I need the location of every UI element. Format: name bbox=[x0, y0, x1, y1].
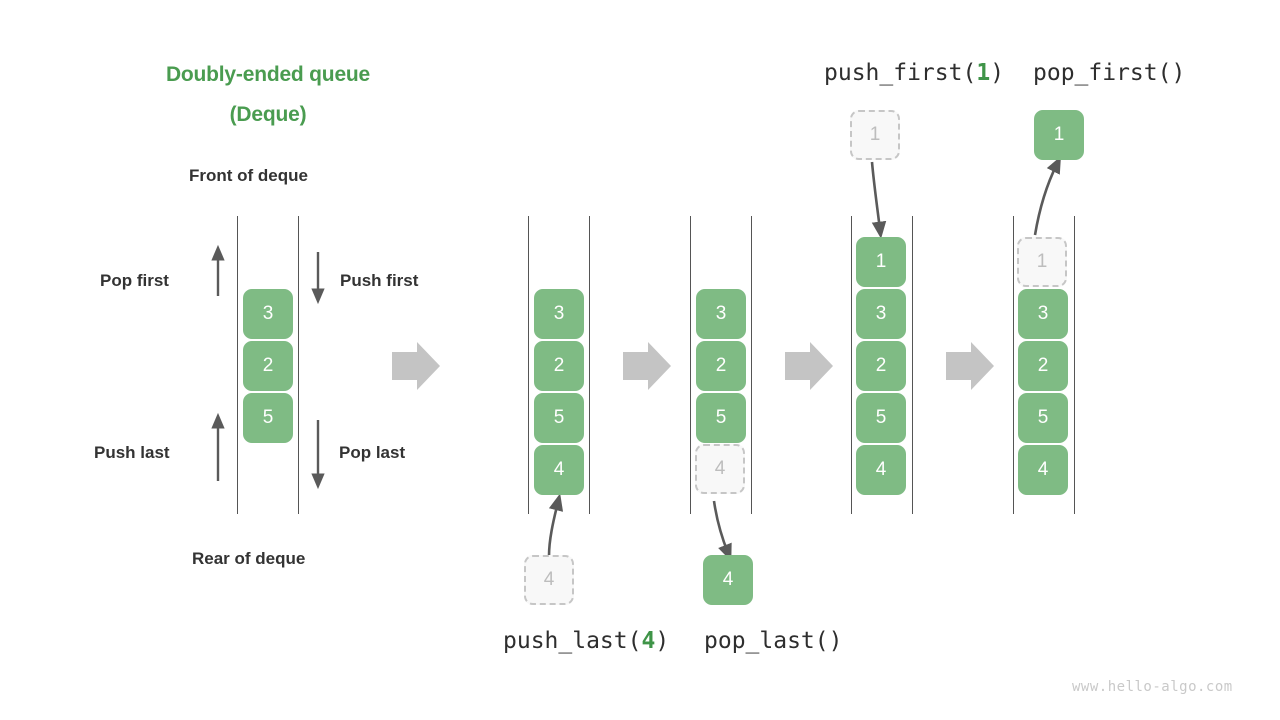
rail-right-col5 bbox=[1074, 216, 1075, 514]
deque-cell: 2 bbox=[1018, 341, 1068, 391]
deque-cell: 3 bbox=[856, 289, 906, 339]
push-last-op-close: ) bbox=[655, 628, 670, 654]
push-first-operation-label: push_first(1) bbox=[824, 60, 1004, 86]
push-first-input-cell: 1 bbox=[850, 110, 900, 160]
push-last-input-cell: 4 bbox=[524, 555, 574, 605]
deque-cell: 2 bbox=[696, 341, 746, 391]
push-first-op-name: push_first( bbox=[824, 60, 977, 86]
deque-cell: 3 bbox=[534, 289, 584, 339]
push-last-operation-label: push_last(4) bbox=[503, 628, 669, 654]
push-last-label: Push last bbox=[94, 443, 170, 462]
push-first-op-arg: 1 bbox=[976, 60, 991, 86]
deque-cell: 3 bbox=[1018, 289, 1068, 339]
deque-cell: 3 bbox=[696, 289, 746, 339]
pop-first-output-cell: 1 bbox=[1034, 110, 1084, 160]
rear-of-deque-label: Rear of deque bbox=[192, 549, 306, 568]
deque-cell: 5 bbox=[243, 393, 293, 443]
pop-last-flow-arrow bbox=[712, 500, 732, 562]
deque-cell: 3 bbox=[243, 289, 293, 339]
push-first-op-close: ) bbox=[990, 60, 1005, 86]
transition-arrow-3 bbox=[785, 342, 833, 390]
transition-arrow-1 bbox=[392, 342, 440, 390]
deque-cell: 4 bbox=[534, 445, 584, 495]
push-first-label: Push first bbox=[340, 271, 419, 290]
deque-cell-ghost: 4 bbox=[695, 444, 745, 494]
rail-right-col2 bbox=[589, 216, 590, 514]
rail-left-col4 bbox=[851, 216, 852, 514]
transition-arrow-2 bbox=[623, 342, 671, 390]
pop-last-label: Pop last bbox=[339, 443, 406, 462]
deque-cell: 2 bbox=[856, 341, 906, 391]
pop-last-operation-label: pop_last() bbox=[704, 628, 843, 654]
pop-last-output-cell: 4 bbox=[703, 555, 753, 605]
pop-first-flow-arrow bbox=[1033, 156, 1061, 236]
push-last-op-arg: 4 bbox=[641, 628, 656, 654]
pop-first-label: Pop first bbox=[100, 271, 169, 290]
rail-right-col3 bbox=[751, 216, 752, 514]
deque-cell: 5 bbox=[856, 393, 906, 443]
rail-right-col4 bbox=[912, 216, 913, 514]
deque-cell: 5 bbox=[534, 393, 584, 443]
deque-cell: 5 bbox=[1018, 393, 1068, 443]
deque-cell-ghost: 1 bbox=[1017, 237, 1067, 287]
rail-left-col2 bbox=[528, 216, 529, 514]
title-line-1: Doubly-ended queue bbox=[165, 63, 371, 86]
push-first-flow-arrow bbox=[870, 161, 887, 239]
push-last-flow-arrow bbox=[547, 493, 564, 557]
title-line-2: (Deque) bbox=[229, 103, 307, 126]
deque-cell: 2 bbox=[534, 341, 584, 391]
watermark: www.hello-algo.com bbox=[1072, 679, 1233, 695]
page-title: Doubly-ended queue (Deque) bbox=[147, 55, 389, 135]
rail-left-col3 bbox=[690, 216, 691, 514]
deque-cell: 2 bbox=[243, 341, 293, 391]
transition-arrow-4 bbox=[946, 342, 994, 390]
deque-cell: 4 bbox=[1018, 445, 1068, 495]
deque-cell: 4 bbox=[856, 445, 906, 495]
pop-first-operation-label: pop_first() bbox=[1033, 60, 1186, 86]
rail-right-col1 bbox=[298, 216, 299, 514]
rail-left-col5 bbox=[1013, 216, 1014, 514]
rail-left-col1 bbox=[237, 216, 238, 514]
deque-cell: 5 bbox=[696, 393, 746, 443]
push-last-op-name: push_last( bbox=[503, 628, 642, 654]
front-of-deque-label: Front of deque bbox=[189, 166, 308, 185]
deque-cell: 1 bbox=[856, 237, 906, 287]
